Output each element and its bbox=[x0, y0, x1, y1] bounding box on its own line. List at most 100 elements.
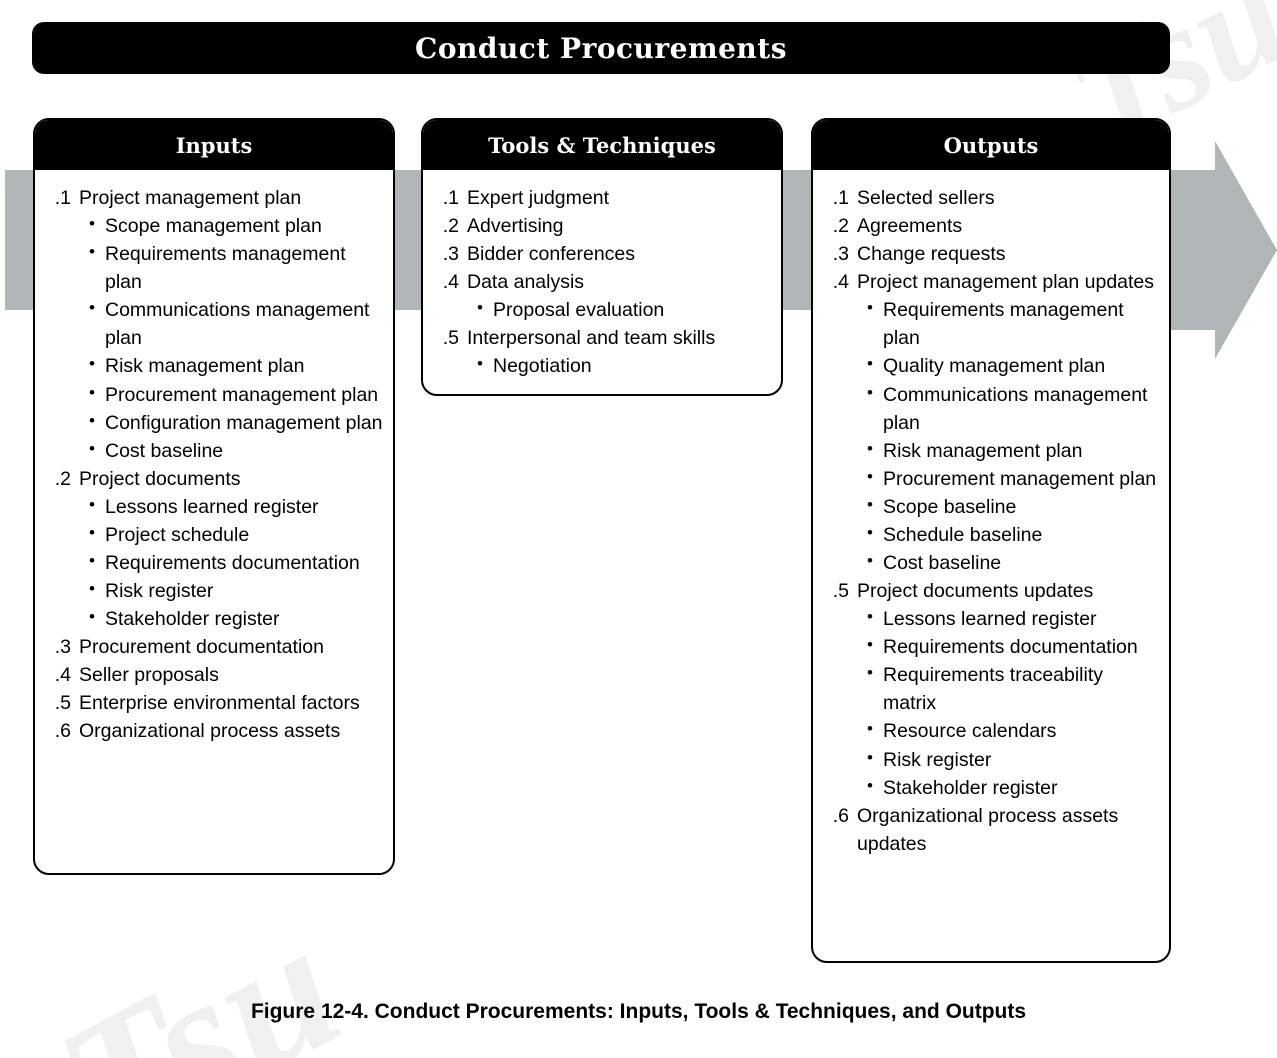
item-label: Advertising bbox=[467, 215, 564, 238]
item-number: .2 bbox=[832, 215, 849, 238]
item-number: .2 bbox=[442, 215, 459, 238]
sub-item-label: Risk register bbox=[883, 748, 992, 771]
sub-list: •Scope management plan•Requirements mana… bbox=[49, 212, 383, 465]
sub-item-label: Risk register bbox=[105, 580, 214, 603]
sub-item-label: Requirements documentation bbox=[105, 552, 360, 575]
bullet-icon: • bbox=[867, 382, 873, 402]
inputs-body: .1 Project management plan •Scope manageme… bbox=[35, 170, 393, 758]
item-number: .6 bbox=[54, 720, 71, 743]
bullet-icon: • bbox=[89, 494, 95, 514]
list-item: .1 Project management plan bbox=[49, 184, 383, 212]
sub-item-label: Communications management plan bbox=[883, 383, 1148, 434]
bullet-icon: • bbox=[867, 522, 873, 542]
sub-item-label: Project schedule bbox=[105, 523, 250, 546]
sub-list-item: • Lessons learned register bbox=[89, 493, 383, 521]
bullet-icon: • bbox=[89, 298, 95, 318]
bullet-icon: • bbox=[89, 579, 95, 599]
bullet-icon: • bbox=[477, 298, 483, 318]
sub-list: •Lessons learned register•Requirements d… bbox=[827, 605, 1159, 802]
item-number: .3 bbox=[54, 636, 71, 659]
item-label: Agreements bbox=[857, 215, 963, 238]
item-number: .1 bbox=[54, 187, 71, 209]
sub-item-label: Requirements management plan bbox=[883, 299, 1124, 350]
flow-arrow-head-icon bbox=[1163, 141, 1277, 359]
sub-item-label: Requirements documentation bbox=[883, 636, 1138, 659]
bullet-icon: • bbox=[477, 354, 483, 374]
tools-header-label: Tools & Techniques bbox=[488, 132, 716, 158]
bullet-icon: • bbox=[867, 663, 873, 683]
sub-item-label: Requirements management plan bbox=[105, 243, 346, 294]
bullet-icon: • bbox=[89, 607, 95, 627]
item-label: Interpersonal and team skills bbox=[467, 327, 716, 350]
list-item: .2 Advertising bbox=[437, 212, 771, 240]
bullet-icon: • bbox=[89, 551, 95, 571]
sub-list: • Lessons learned register • Project schedu… bbox=[49, 493, 383, 633]
item-label: Project management plan updates bbox=[857, 271, 1155, 294]
sub-list-item: • Risk register bbox=[867, 746, 1159, 774]
item-label: Procurement documentation bbox=[79, 636, 324, 659]
sub-item-label: Risk management plan bbox=[105, 355, 305, 378]
inputs-list: .1 Project management plan •Scope manageme… bbox=[49, 184, 383, 746]
sub-list-item: •Schedule baseline bbox=[867, 521, 1159, 549]
bullet-icon: • bbox=[867, 635, 873, 655]
sub-list-item: • Requirements documentation bbox=[867, 633, 1159, 661]
bullet-icon: • bbox=[867, 719, 873, 739]
item-label: Data analysis bbox=[467, 271, 585, 294]
item-label: Project documents updates bbox=[857, 580, 1094, 603]
tools-header: Tools & Techniques bbox=[423, 120, 781, 170]
figure-caption: Figure 12-4. Conduct Procurements: Input… bbox=[250, 1000, 1027, 1023]
bullet-icon: • bbox=[867, 298, 873, 318]
sub-list-item: •Lessons learned register bbox=[867, 605, 1159, 633]
sub-list-item: • Risk register bbox=[89, 577, 383, 605]
bullet-icon: • bbox=[89, 438, 95, 458]
bullet-icon: • bbox=[89, 410, 95, 430]
sub-list-item: •Cost baseline bbox=[867, 549, 1159, 577]
bullet-icon: • bbox=[867, 607, 873, 627]
bullet-icon: • bbox=[867, 438, 873, 458]
sub-list-item: •Cost baseline bbox=[89, 437, 383, 465]
bullet-icon: • bbox=[867, 354, 873, 374]
sub-list-item: •Resource calendars bbox=[867, 717, 1159, 745]
item-number: .6 bbox=[832, 804, 849, 827]
item-number: .3 bbox=[832, 243, 849, 266]
bullet-icon: • bbox=[867, 775, 873, 795]
item-number: .4 bbox=[54, 664, 71, 687]
bullet-icon: • bbox=[89, 382, 95, 402]
item-label: Expert judgment bbox=[467, 187, 609, 209]
sub-list-item: •Quality management plan bbox=[867, 352, 1159, 380]
item-label: Project management plan bbox=[79, 187, 302, 209]
flow-arrow-segment-middle bbox=[393, 170, 423, 310]
sub-item-label: Stakeholder register bbox=[105, 608, 280, 631]
bullet-icon: • bbox=[867, 466, 873, 486]
sub-item-label: Lessons learned register bbox=[105, 495, 319, 518]
item-number: .5 bbox=[832, 580, 849, 603]
item-label: Change requests bbox=[857, 243, 1006, 266]
outputs-header-label: Outputs bbox=[943, 132, 1039, 158]
list-item: .3 Procurement documentation bbox=[49, 633, 383, 661]
bullet-icon: • bbox=[89, 522, 95, 542]
item-label: Project documents bbox=[79, 467, 241, 490]
sub-item-label: Procurement management plan bbox=[883, 467, 1157, 490]
item-label: Selected sellers bbox=[857, 187, 995, 209]
bullet-icon: • bbox=[867, 494, 873, 514]
sub-item-label: Procurement management plan bbox=[105, 383, 379, 406]
outputs-header: Outputs bbox=[813, 120, 1169, 170]
sub-list-item: • Communications management plan bbox=[867, 381, 1159, 437]
bullet-icon: • bbox=[867, 747, 873, 767]
sub-list-item: •Negotiation bbox=[477, 352, 771, 380]
item-number: .3 bbox=[442, 243, 459, 266]
